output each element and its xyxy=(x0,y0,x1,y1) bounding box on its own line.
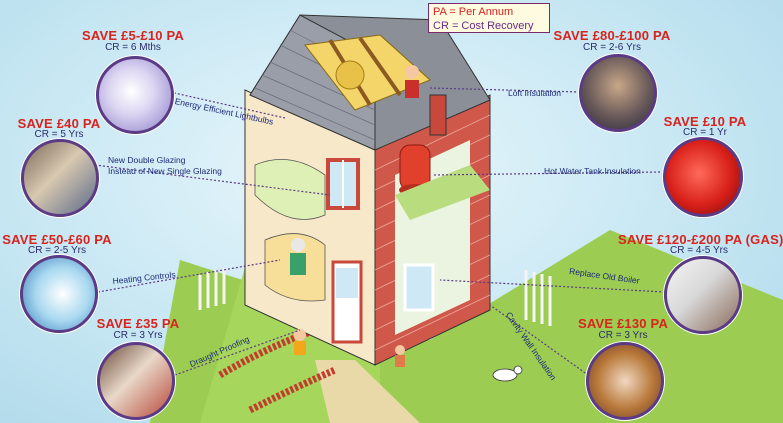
legend-cost-recovery: CR = Cost Recovery xyxy=(433,20,534,32)
loft-insulation-label: Loft Insulation xyxy=(508,88,561,98)
draught-proofing-saving: SAVE £35 PA xyxy=(96,316,180,331)
tank-insulation-photo xyxy=(663,137,743,217)
tank-insulation-label: Hot Water Tank Insulation xyxy=(544,166,641,176)
boiler-saving: SAVE £120-£200 PA (GAS) xyxy=(618,232,783,247)
legend-box: PA = Per Annum CR = Cost Recovery xyxy=(428,3,550,33)
draught-proofing-photo xyxy=(97,342,175,420)
loft-insulation-saving: SAVE £80-£100 PA xyxy=(553,28,671,43)
lightbulbs-photo xyxy=(96,56,174,134)
loft-insulation-photo xyxy=(579,54,657,132)
heating-controls-saving: SAVE £50-£60 PA xyxy=(2,232,112,247)
loft-insulation-cost-recovery: CR = 2-6 Yrs xyxy=(583,42,641,53)
heating-controls-cost-recovery: CR = 2-5 Yrs xyxy=(28,245,86,256)
double-glazing-cost-recovery: CR = 5 Yrs xyxy=(34,129,84,140)
draught-proofing-cost-recovery: CR = 3 Yrs xyxy=(113,330,163,341)
heating-controls-photo xyxy=(20,255,98,333)
double-glazing-photo xyxy=(21,139,99,217)
cavity-wall-saving: SAVE £130 PA xyxy=(577,316,669,331)
lightbulbs-cost-recovery: CR = 6 Mths xyxy=(105,42,161,53)
cavity-wall-cost-recovery: CR = 3 Yrs xyxy=(598,330,648,341)
cavity-wall-photo xyxy=(586,342,664,420)
boiler-cost-recovery: CR = 4-5 Yrs xyxy=(670,245,728,256)
legend-per-annum: PA = Per Annum xyxy=(433,6,514,18)
tank-insulation-cost-recovery: CR = 1 Yr xyxy=(683,127,727,138)
double-glazing-label: New Double Glazing Instead of New Single… xyxy=(108,155,222,176)
double-glazing-saving: SAVE £40 PA xyxy=(17,116,101,131)
boiler-photo xyxy=(664,256,742,334)
lightbulbs-saving: SAVE £5-£10 PA xyxy=(81,28,185,43)
tank-insulation-saving: SAVE £10 PA xyxy=(663,114,747,129)
